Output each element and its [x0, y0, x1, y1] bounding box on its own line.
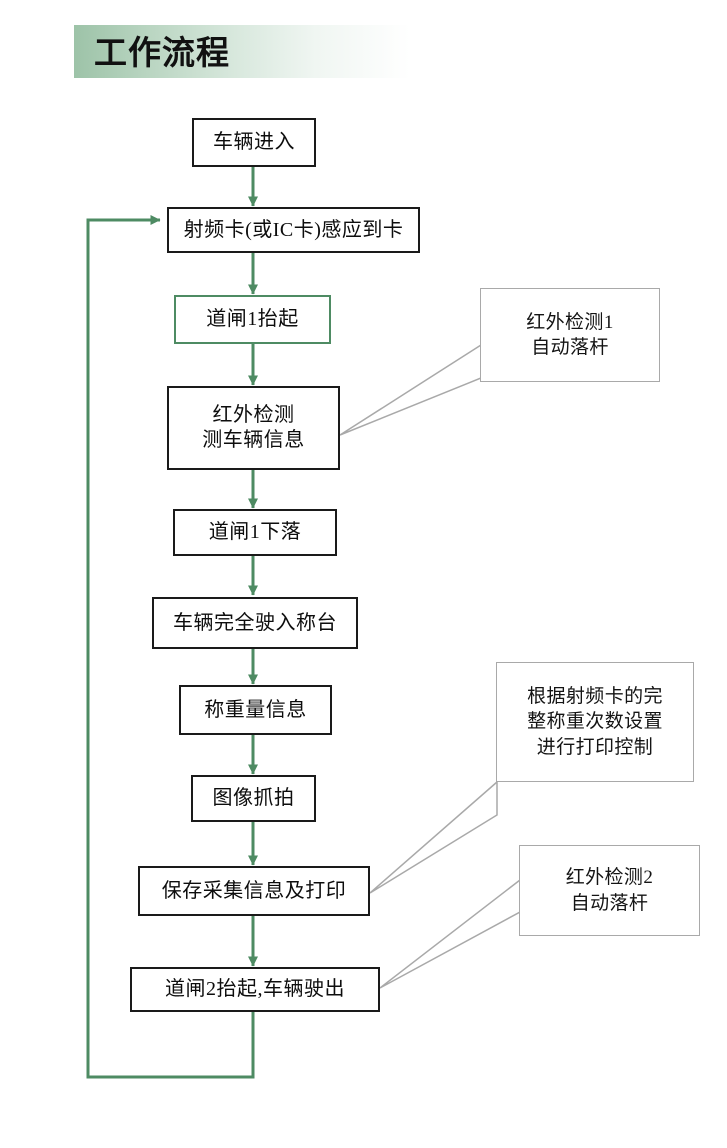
callout-pointer-infrared1 [339, 343, 482, 436]
flow-node-image-capture[interactable]: 图像抓拍 [191, 775, 316, 822]
flow-node-barrier2-up-exit[interactable]: 道闸2抬起,车辆驶出 [130, 967, 380, 1012]
feedback-loop-arrow [86, 215, 255, 1079]
callout-print-control[interactable]: 根据射频卡的完 整称重次数设置 进行打印控制 [496, 662, 694, 782]
flow-node-label: 图像抓拍 [212, 787, 295, 810]
flow-node-save-and-print[interactable]: 保存采集信息及打印 [138, 866, 370, 916]
flow-node-rf-card-detected[interactable]: 射频卡(或IC卡)感应到卡 [167, 207, 420, 253]
flow-node-label: 车辆完全驶入称台 [173, 611, 337, 634]
callout-infrared-2[interactable]: 红外检测2 自动落杆 [519, 845, 700, 936]
flow-node-label: 道闸2抬起,车辆驶出 [165, 978, 345, 1001]
flow-node-barrier1-down[interactable]: 道闸1下落 [173, 509, 337, 556]
flow-node-label: 道闸1下落 [208, 521, 302, 544]
flow-node-label: 车辆进入 [213, 131, 295, 154]
flow-node-label: 称重量信息 [204, 698, 307, 721]
flow-node-vehicle-on-scale[interactable]: 车辆完全驶入称台 [152, 597, 358, 649]
header-gradient-band [74, 25, 410, 78]
flow-node-weight-info[interactable]: 称重量信息 [179, 685, 332, 735]
callout-pointer-print-control [369, 780, 498, 894]
flow-node-label: 射频卡(或IC卡)感应到卡 [183, 218, 404, 241]
callout-label: 红外检测2 自动落杆 [565, 867, 654, 914]
flow-node-label: 道闸1抬起 [206, 308, 299, 331]
page-title: 工作流程 [94, 33, 230, 72]
callout-label: 根据射频卡的完 整称重次数设置 进行打印控制 [527, 686, 663, 758]
flow-node-vehicle-enter[interactable]: 车辆进入 [192, 118, 316, 167]
flow-node-barrier1-up[interactable]: 道闸1抬起 [174, 295, 331, 344]
flow-node-infrared-measure[interactable]: 红外检测 测车辆信息 [167, 386, 340, 470]
callout-infrared-1[interactable]: 红外检测1 自动落杆 [480, 288, 660, 382]
callout-label: 红外检测1 自动落杆 [526, 311, 614, 358]
flow-node-label: 保存采集信息及打印 [161, 879, 347, 902]
flow-node-label: 红外检测 测车辆信息 [202, 404, 305, 451]
callout-pointer-infrared2 [379, 878, 521, 989]
